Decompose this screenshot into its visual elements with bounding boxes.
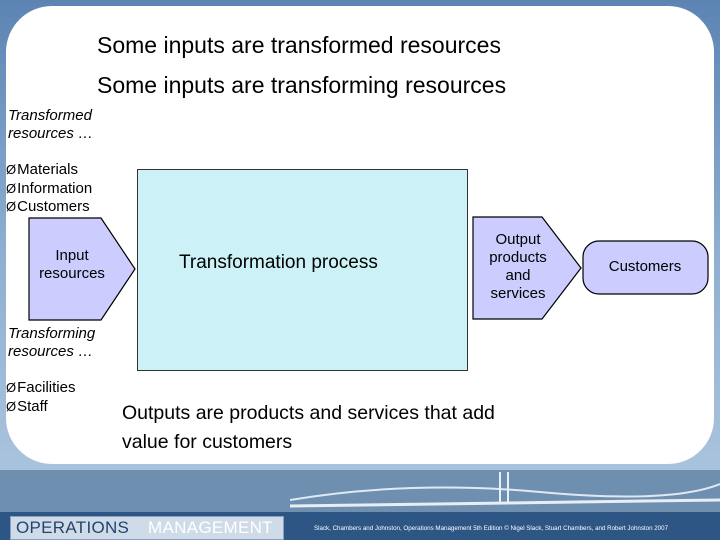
input-resources-label: Input resources bbox=[22, 247, 122, 283]
outputs-note-line-1: Outputs are products and services that a… bbox=[122, 399, 602, 428]
output-label-line-3: and bbox=[472, 267, 564, 285]
output-label-line-2: products bbox=[472, 249, 564, 267]
customers-label: Customers bbox=[590, 258, 700, 276]
transformation-process-label: Transformation process bbox=[179, 252, 378, 274]
outputs-note: Outputs are products and services that a… bbox=[122, 399, 602, 457]
footer-credit: Slack, Chambers and Johnston, Operations… bbox=[314, 525, 668, 532]
output-label-line-4: services bbox=[472, 285, 564, 303]
footer-brand-management: MANAGEMENT bbox=[148, 518, 273, 538]
output-label: Output products and services bbox=[472, 231, 564, 303]
input-label-line-2: resources bbox=[22, 265, 122, 283]
output-label-line-1: Output bbox=[472, 231, 564, 249]
input-label-line-1: Input bbox=[22, 247, 122, 265]
outputs-note-line-2: value for customers bbox=[122, 428, 602, 457]
footer-brand-operations: OPERATIONS bbox=[16, 518, 129, 538]
